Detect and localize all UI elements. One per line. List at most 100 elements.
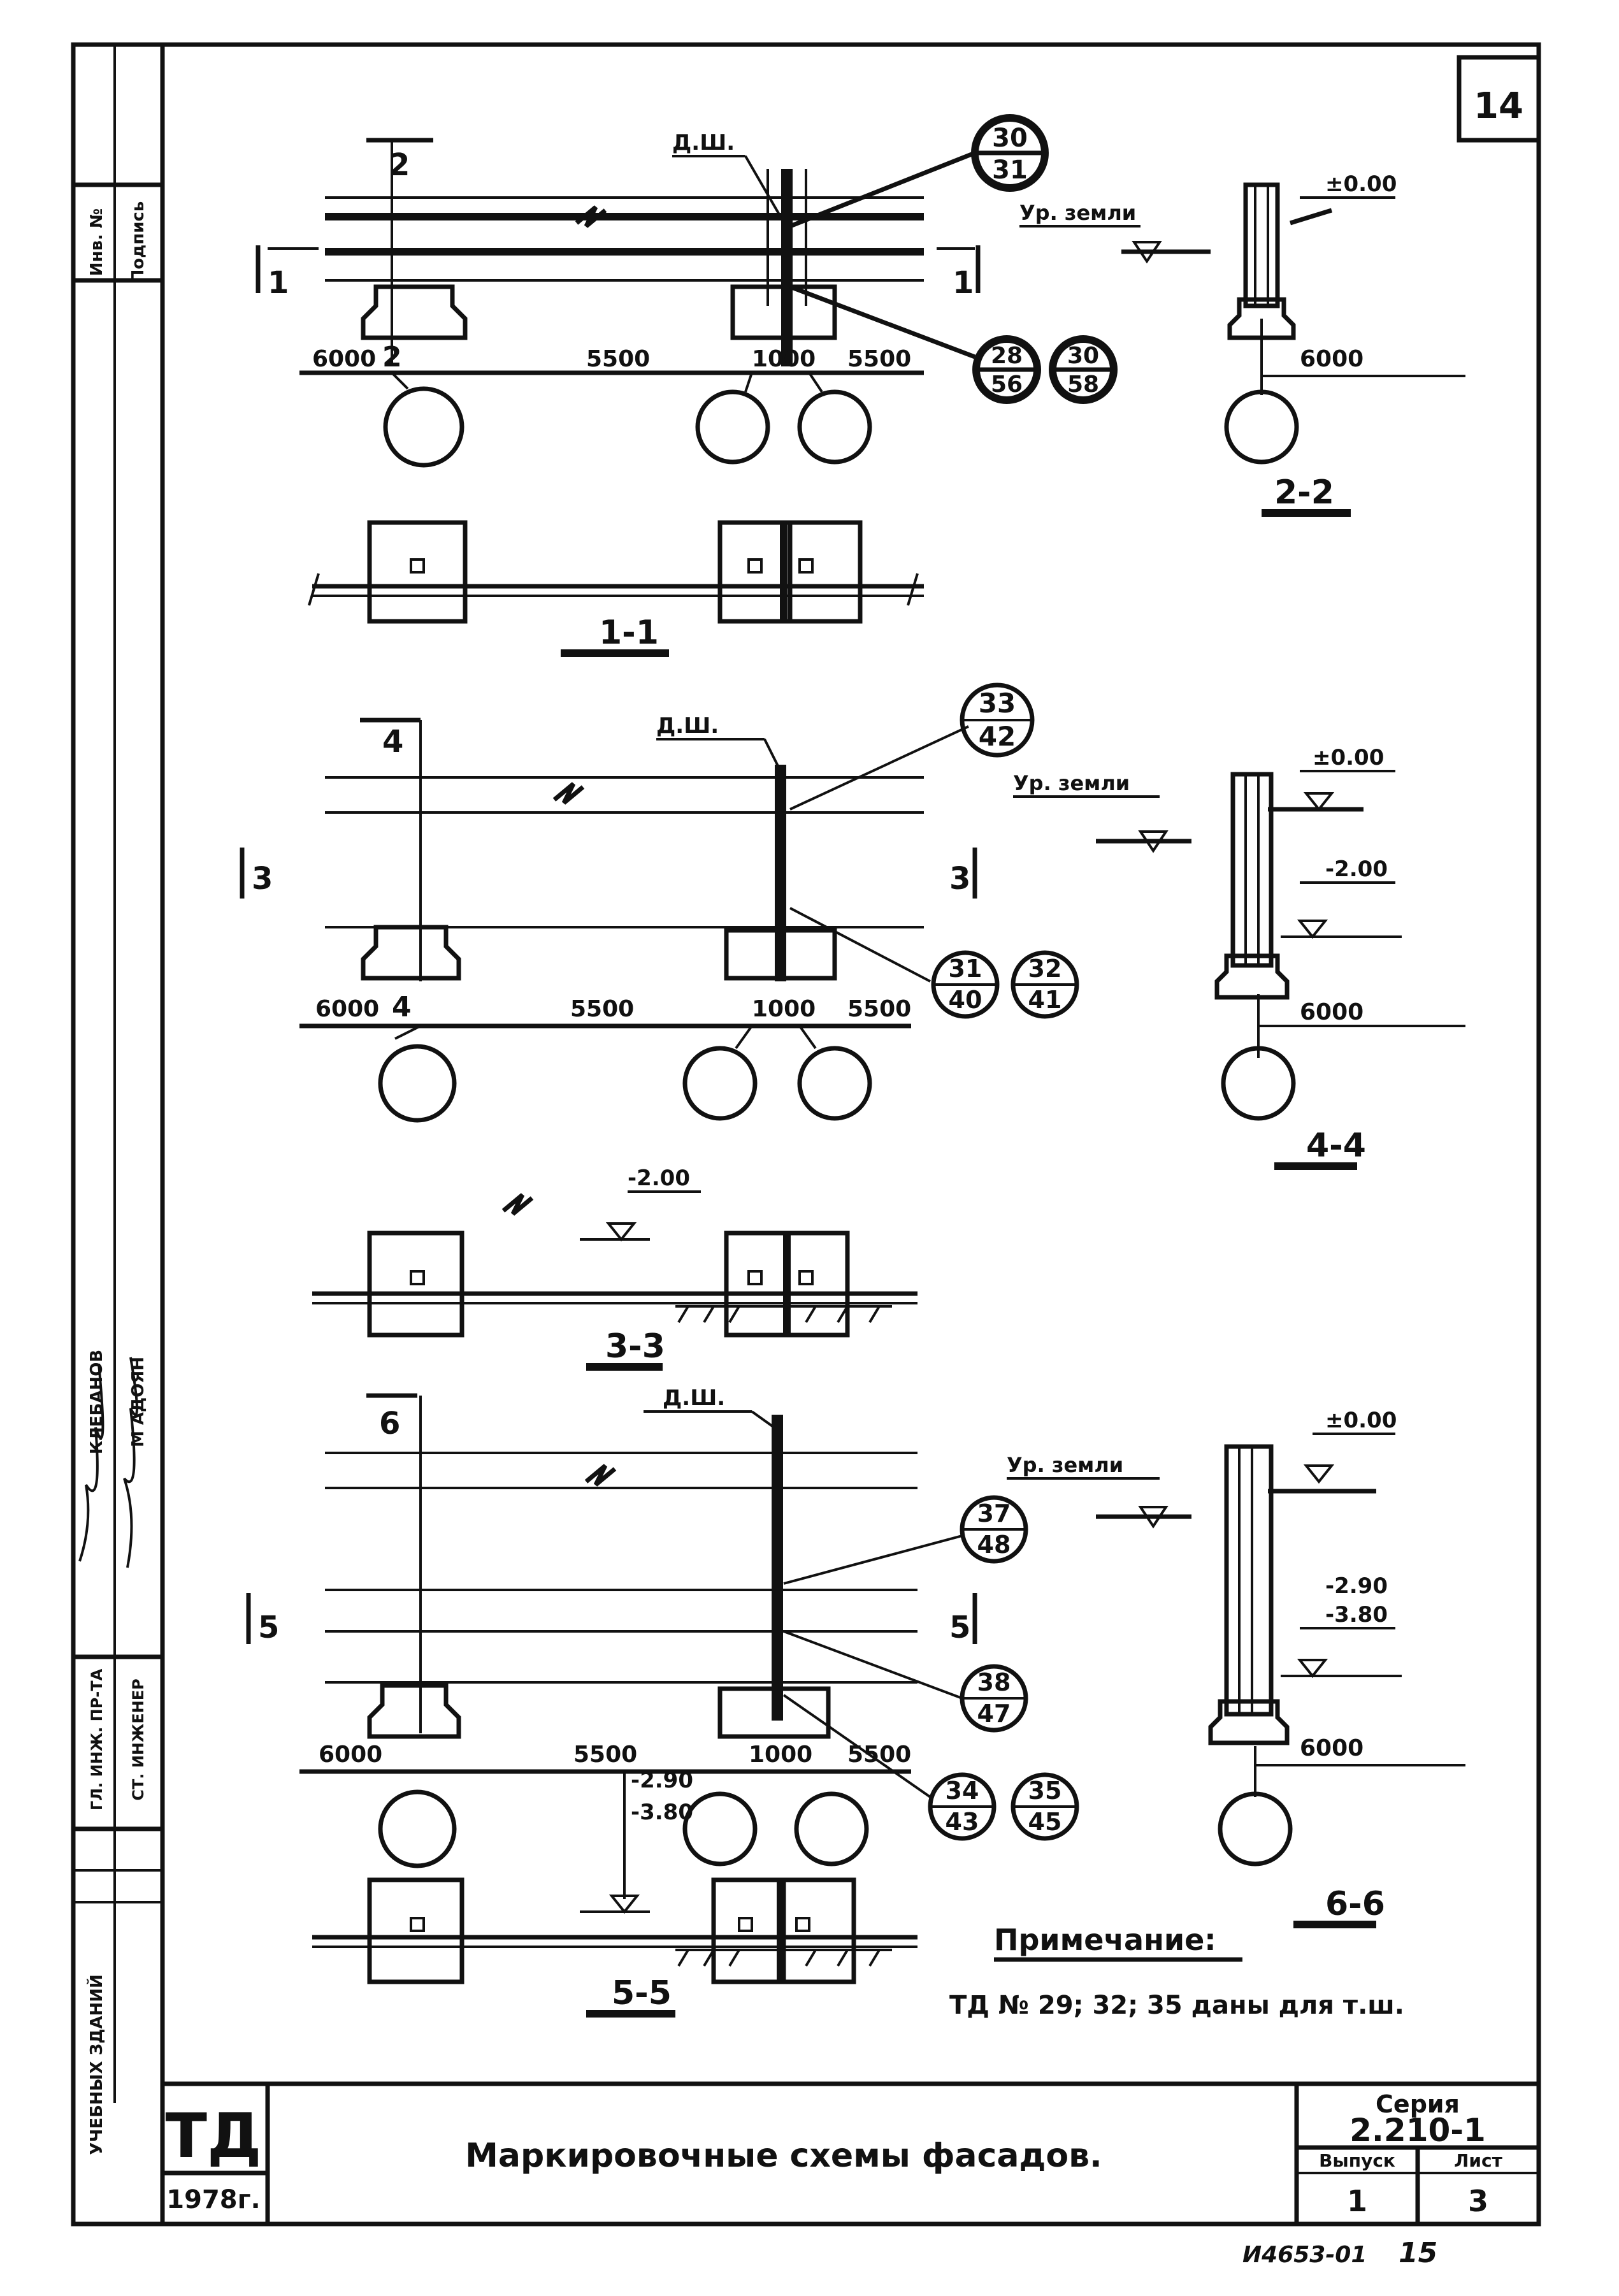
plan-label: 1-1	[599, 614, 659, 652]
cut-mark-right: 3	[949, 861, 970, 897]
dim-mark: 4	[392, 991, 412, 1023]
section-1-dimensions: 6000 2 5500 1000 5500	[299, 341, 924, 468]
section-1-elevation	[268, 140, 975, 366]
seam-label: Д.Ш.	[663, 1385, 725, 1411]
circle-value: 28	[991, 343, 1023, 369]
level-low: -3.80	[1325, 1602, 1388, 1628]
section-5-elevation	[325, 1396, 917, 1739]
section-3-circles-bottom: 31 40 32 41	[931, 950, 1079, 1019]
circle-value: 48	[977, 1531, 1011, 1559]
side-stamp: Инв. № Подпись ГЛ. ИНЖ. ПР-ТА СТ. ИНЖЕНЕ…	[78, 201, 148, 2155]
circle-value: 47	[977, 1700, 1011, 1728]
circle-value: 34	[946, 1777, 979, 1805]
cut-mark-left: 1	[268, 265, 289, 301]
drawing-note: Примечание: ТД № 29; 32; 35 даны для т.ш…	[949, 1923, 1404, 2020]
circle-value: 45	[1028, 1808, 1062, 1836]
seam-label: Д.Ш.	[656, 713, 719, 739]
break-mark	[501, 1193, 534, 1216]
dim-gap: 1000	[752, 996, 816, 1022]
section-5-labels: 6 5 5 Д.Ш.	[246, 1385, 977, 1798]
seam-label: Д.Ш.	[672, 130, 735, 155]
plan-level: -2.00	[628, 1166, 690, 1191]
bottom-stamp: И4653-01 15	[1242, 2237, 1437, 2269]
section-1-side-view: Ур. земли ±0.00 6000 2-2	[1019, 171, 1465, 517]
ground-label: Ур. земли	[1019, 201, 1136, 225]
plan-label: 5-5	[612, 1974, 672, 2012]
circle-value: 56	[991, 372, 1023, 398]
cut-mark-right: 5	[949, 1610, 970, 1645]
break-mark	[584, 1464, 617, 1487]
section-1-labels: 2 1 1 Д.Ш.	[255, 130, 981, 359]
break-mark	[552, 782, 585, 805]
circle-value: 58	[1067, 372, 1099, 398]
logo: ТД	[166, 2100, 262, 2172]
section-3-circle-top: 33 42	[960, 682, 1035, 758]
cut-mark-left: 3	[252, 861, 273, 897]
cut-mark-right: 1	[953, 265, 974, 301]
side-dim: 6000	[1300, 1735, 1364, 1761]
level-label: ±0.00	[1325, 171, 1397, 197]
circle-value: 32	[1028, 955, 1062, 983]
side-dim: 6000	[1300, 346, 1364, 372]
section-5-side-view: Ур. земли ±0.00 -2.90 -3.80 6000 6-6	[1007, 1408, 1465, 1928]
section-1-plan: 1-1	[308, 520, 924, 657]
circle-value: 40	[949, 986, 982, 1014]
cut-mark-top: 4	[382, 724, 403, 760]
side-stamp-sign: Подпись	[129, 201, 148, 284]
circle-value: 31	[949, 955, 982, 983]
section-3-plan: -2.00 3-3	[312, 1166, 917, 1371]
sheet-number: 14	[1474, 85, 1523, 127]
sheet-label: Лист	[1454, 2150, 1502, 2171]
drawing-title: Маркировочные схемы фасадов.	[465, 2137, 1102, 2175]
section-3-side-view: Ур. земли ±0.00 -2.00 6000 4-4	[1013, 745, 1465, 1170]
dim-right: 5500	[847, 346, 911, 372]
ground-label: Ур. земли	[1007, 1453, 1123, 1477]
level-top: ±0.00	[1313, 745, 1384, 770]
section-5-circles-bottom: 34 43 35 45	[928, 1772, 1079, 1841]
circle-value: 37	[977, 1499, 1011, 1527]
break-mark	[575, 205, 607, 228]
dim-left: 6000	[312, 346, 376, 372]
dim-left: 6000	[319, 1742, 382, 1768]
circle-value: 30	[992, 124, 1028, 153]
sheet-page: 3	[1468, 2184, 1488, 2218]
section-5-plan: 5-5	[312, 1877, 917, 2018]
level-bottom: -2.00	[1325, 856, 1388, 882]
section-5-circles-right: 37 48 38 47	[960, 1495, 1028, 1733]
side-label: 2-2	[1274, 473, 1334, 512]
note-text: ТД № 29; 32; 35 даны для т.ш.	[949, 1991, 1404, 2020]
dim-gap: 1000	[752, 346, 816, 372]
plan-level: -2.90	[631, 1768, 693, 1793]
stamp-code: И4653-01	[1242, 2242, 1367, 2268]
dim-gap: 1000	[749, 1742, 812, 1768]
issue-number: 1	[1347, 2184, 1367, 2218]
year: 1978г.	[166, 2185, 260, 2214]
cut-mark-top: 2	[389, 147, 410, 183]
side-label: 6-6	[1325, 1885, 1385, 1923]
circle-value: 33	[979, 688, 1016, 719]
page-number: 15	[1399, 2237, 1437, 2269]
section-3-dimensions: 6000 4 5500 1000 5500	[299, 991, 911, 1123]
issue-label: Выпуск	[1319, 2150, 1395, 2171]
level-mid: -2.90	[1325, 1573, 1388, 1599]
level-top: ±0.00	[1325, 1408, 1397, 1433]
series-label: Серия	[1376, 2090, 1460, 2118]
dim-mid: 5500	[573, 1742, 637, 1768]
section-3-labels: 4 3 3 Д.Ш.	[240, 713, 977, 983]
series-number: 2.210-1	[1349, 2112, 1486, 2149]
ground-label: Ур. земли	[1013, 771, 1130, 795]
circle-value: 42	[979, 721, 1016, 752]
cut-mark-top: 6	[379, 1406, 400, 1441]
dim-mark: 2	[382, 341, 402, 373]
side-stamp-inv: Инв. №	[87, 208, 106, 276]
circle-value: 41	[1028, 986, 1062, 1014]
note-title: Примечание:	[994, 1923, 1216, 1957]
side-stamp-role-1: ГЛ. ИНЖ. ПР-ТА	[88, 1668, 106, 1810]
sheet-number-box: 14	[1457, 55, 1541, 143]
section-3-elevation	[325, 720, 924, 981]
side-label: 4-4	[1306, 1127, 1366, 1165]
side-dim: 6000	[1300, 999, 1364, 1025]
title-block: ТД 1978г. Маркировочные схемы фасадов. С…	[160, 2081, 1541, 2227]
plan-level: -3.80	[631, 1800, 693, 1825]
